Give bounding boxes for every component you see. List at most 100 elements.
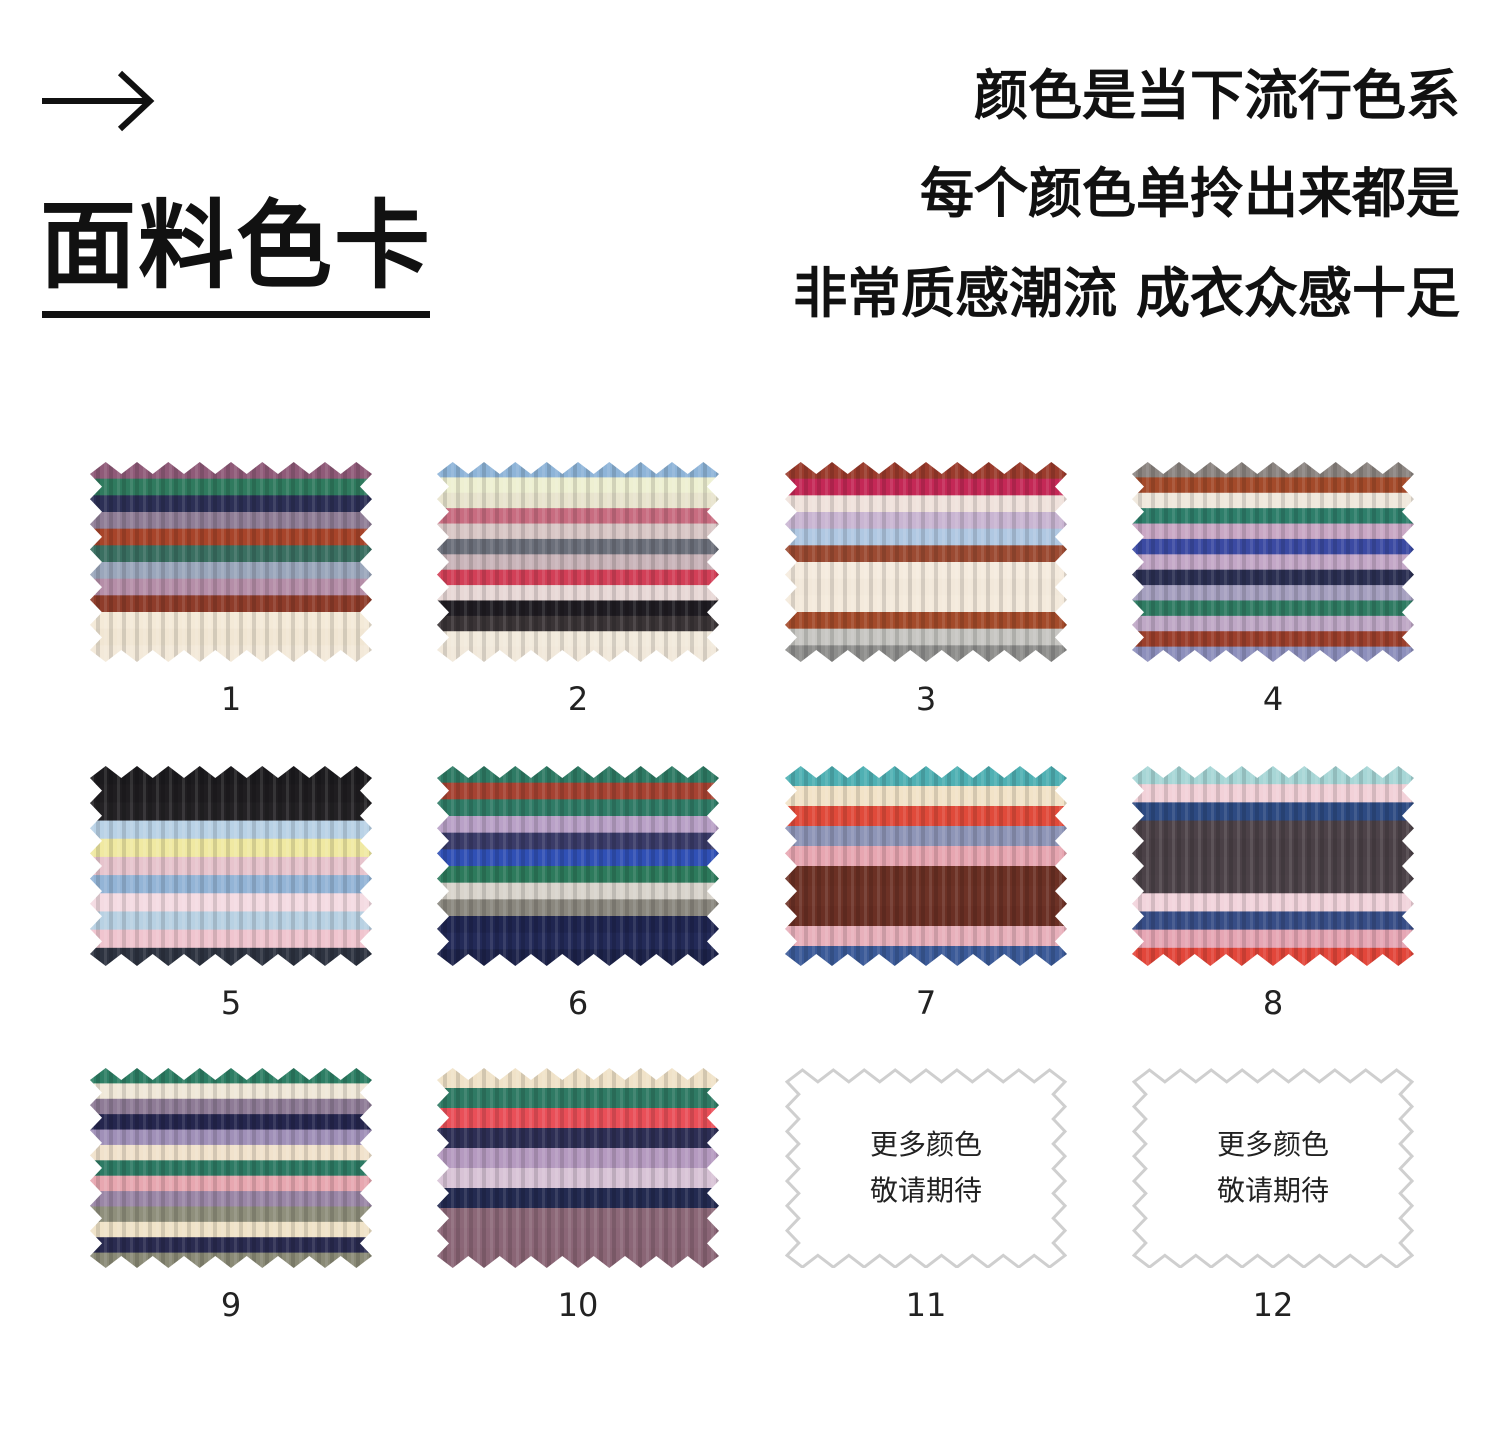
fabric-stripe <box>1132 600 1414 617</box>
rib-shadow <box>161 766 165 966</box>
rib-shadow <box>960 462 964 662</box>
fabric-stripe <box>437 523 719 540</box>
rib-highlight <box>221 1068 224 1268</box>
rib-highlight <box>1263 766 1266 966</box>
rib-highlight <box>903 462 906 662</box>
fabric-stripe <box>90 578 372 596</box>
fabric-stripe <box>437 782 719 800</box>
rib-shadow <box>573 462 577 662</box>
rib-shadow <box>443 1068 447 1268</box>
rib-shadow <box>547 462 551 662</box>
rib-highlight <box>143 1068 146 1268</box>
rib-highlight <box>338 766 341 966</box>
rib-shadow <box>356 462 360 662</box>
rib-highlight <box>1276 462 1279 662</box>
rib-shadow <box>817 766 821 966</box>
rib-highlight <box>477 462 480 662</box>
rib-shadow <box>226 462 230 662</box>
fabric-stripe <box>1132 585 1414 602</box>
rib-shadow <box>252 462 256 662</box>
fabric-stripe <box>90 562 372 580</box>
rib-shadow <box>343 462 347 662</box>
rib-highlight <box>1406 766 1409 966</box>
rib-shadow <box>317 766 321 966</box>
fabric-stripe <box>437 1128 719 1149</box>
rib-shadow <box>443 766 447 966</box>
rib-highlight <box>273 1068 276 1268</box>
placeholder-swatch <box>1132 1068 1414 1268</box>
rib-highlight <box>286 1068 289 1268</box>
fabric-stripe <box>90 1175 372 1192</box>
fabric-stripe <box>90 478 372 496</box>
rib-highlight <box>1033 766 1036 966</box>
fabric-stripe <box>437 1108 719 1129</box>
rib-shadow <box>109 1068 113 1268</box>
rib-shadow <box>612 1068 616 1268</box>
fabric-stripe <box>90 495 372 513</box>
fabric-stripe <box>90 1114 372 1131</box>
rib-highlight <box>1367 766 1370 966</box>
fabric-stripe <box>1132 508 1414 525</box>
rib-shadow <box>1203 462 1207 662</box>
rib-highlight <box>169 1068 172 1268</box>
rib-shadow <box>122 462 126 662</box>
rib-highlight <box>91 1068 94 1268</box>
rib-shadow <box>804 766 808 966</box>
fabric-swatch <box>90 462 372 662</box>
rib-highlight <box>786 462 789 662</box>
rib-shadow <box>638 462 642 662</box>
rib-shadow <box>109 462 113 662</box>
rib-highlight <box>156 1068 159 1268</box>
fabric-stripe <box>437 585 719 602</box>
rib-shadow <box>96 462 100 662</box>
rib-shadow <box>330 462 334 662</box>
rib-highlight <box>529 1068 532 1268</box>
rib-shadow <box>469 766 473 966</box>
rib-highlight <box>351 766 354 966</box>
rib-shadow <box>469 1068 473 1268</box>
fabric-stripe <box>90 1129 372 1146</box>
rib-highlight <box>104 1068 107 1268</box>
rib-shadow <box>1164 766 1168 966</box>
rib-shadow <box>265 462 269 662</box>
rib-shadow <box>1372 462 1376 662</box>
rib-shadow <box>804 462 808 662</box>
rib-highlight <box>929 462 932 662</box>
rib-highlight <box>1159 462 1162 662</box>
rib-highlight <box>156 462 159 662</box>
rib-shadow <box>521 462 525 662</box>
rib-highlight <box>1302 766 1305 966</box>
fabric-stripe <box>785 612 1067 630</box>
rib-shadow <box>343 1068 347 1268</box>
rib-highlight <box>1185 766 1188 966</box>
rib-highlight <box>143 766 146 966</box>
fabric-stripe <box>1132 615 1414 632</box>
rib-highlight <box>1146 462 1149 662</box>
rib-highlight <box>1198 766 1201 966</box>
rib-shadow <box>1064 766 1067 966</box>
rib-shadow <box>1333 462 1337 662</box>
fabric-stripe <box>437 569 719 586</box>
rib-highlight <box>516 462 519 662</box>
placeholder-outline <box>785 1068 1067 1268</box>
rib-shadow <box>703 1068 707 1268</box>
rib-highlight <box>1237 462 1240 662</box>
fabric-swatch <box>785 766 1067 966</box>
rib-highlight <box>208 766 211 966</box>
rib-highlight <box>1354 462 1357 662</box>
rib-highlight <box>698 766 701 966</box>
rib-highlight <box>117 462 120 662</box>
swatch-number: 1 <box>220 680 242 718</box>
fabric-stripe <box>90 875 372 894</box>
swatch-number: 11 <box>905 1286 947 1324</box>
rib-highlight <box>1224 462 1227 662</box>
rib-highlight <box>1133 462 1136 662</box>
rib-shadow <box>369 1068 372 1268</box>
rib-shadow <box>869 766 873 966</box>
rib-shadow <box>456 766 460 966</box>
rib-shadow <box>1281 462 1285 662</box>
rib-highlight <box>838 462 841 662</box>
rib-shadow <box>973 462 977 662</box>
fabric-stripe <box>1132 523 1414 540</box>
